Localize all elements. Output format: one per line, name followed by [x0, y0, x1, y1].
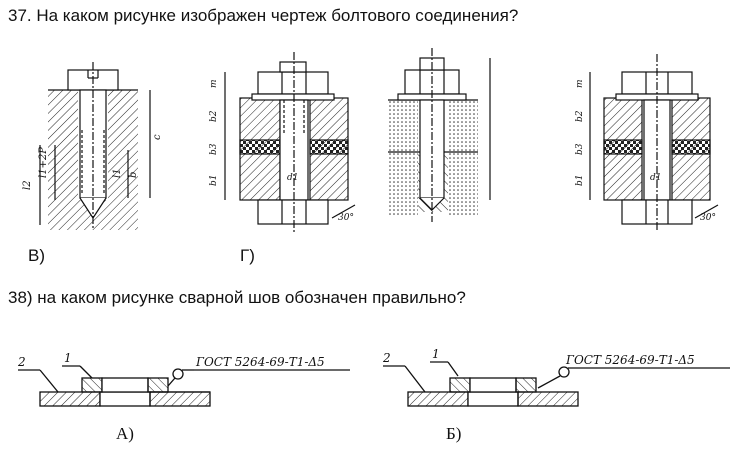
label-c: c: [152, 134, 163, 140]
label-m-4: m: [575, 79, 585, 88]
label-b1-4: b1: [575, 175, 585, 187]
figure-label-g: Г): [240, 246, 255, 265]
weld-a-part2-label: 2: [17, 355, 26, 369]
figure-label-v: В): [28, 246, 45, 265]
label-l1: l1: [112, 168, 123, 178]
figure-label-b: Б): [446, 424, 462, 443]
weld-b-part1-label: 1: [432, 347, 440, 361]
label-l1-2p: l1+2P: [38, 147, 49, 178]
drawing-bolt-4: [589, 54, 719, 232]
label-l2: l2: [22, 180, 33, 190]
label-b3-4: b3: [575, 143, 585, 155]
weld-b-gost: ГОСТ 5264-69-Т1-Δ5: [565, 353, 695, 367]
weld-a-part1-label: 1: [64, 351, 72, 365]
weld-b-part2-label: 2: [382, 351, 391, 365]
label-d1-4: d1: [650, 173, 662, 183]
figure-label-a: А): [116, 424, 134, 443]
label-b3-g: b3: [209, 143, 219, 155]
label-angle-g: 30°: [338, 213, 354, 223]
label-b2-4: b2: [575, 110, 585, 122]
weld-drawing-b: [383, 361, 730, 407]
label-d1-g: d1: [287, 173, 299, 183]
label-angle-4: 30°: [700, 213, 716, 223]
question-37: 37. На каком рисунке изображен чертеж бо…: [8, 6, 519, 25]
label-b1-g: b1: [209, 175, 219, 187]
drawing-screw-v: [39, 62, 151, 230]
weld-a-gost: ГОСТ 5264-69-Т1-Δ5: [195, 355, 325, 369]
label-b: b: [128, 172, 139, 178]
question-38: 38) на каком рисунке сварной шов обознач…: [8, 288, 466, 307]
drawing-stud: [388, 48, 491, 222]
label-m-g: m: [209, 79, 219, 88]
weld-drawing-a: [18, 365, 350, 407]
label-b2-g: b2: [209, 110, 219, 122]
drawing-bolt-g: [224, 52, 356, 232]
